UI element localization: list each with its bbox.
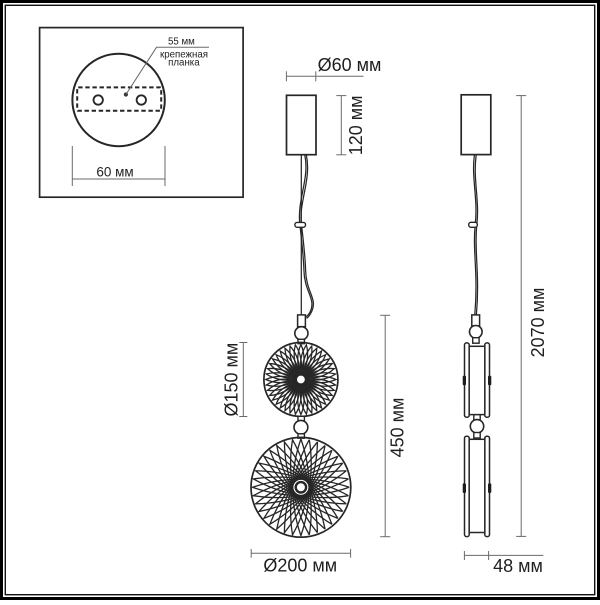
svg-text:крепежная: крепежная — [160, 49, 208, 60]
svg-text:2070 мм: 2070 мм — [528, 288, 548, 358]
svg-text:60 мм: 60 мм — [96, 165, 133, 180]
svg-text:планка: планка — [168, 58, 200, 69]
svg-text:55 мм: 55 мм — [168, 37, 195, 48]
svg-text:Ø150 мм: Ø150 мм — [221, 343, 241, 417]
svg-text:120 мм: 120 мм — [346, 96, 366, 156]
svg-text:Ø200 мм: Ø200 мм — [263, 555, 337, 575]
svg-text:450 мм: 450 мм — [387, 398, 407, 458]
svg-text:48 мм: 48 мм — [493, 556, 543, 576]
svg-text:Ø60 мм: Ø60 мм — [318, 55, 382, 75]
